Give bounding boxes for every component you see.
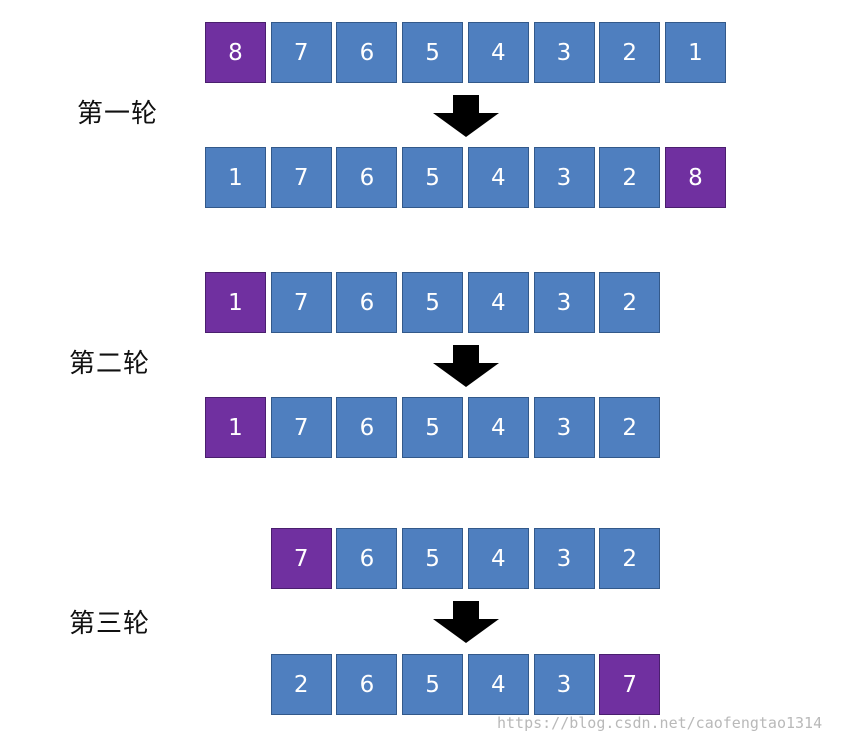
array-cell: 7	[270, 147, 332, 208]
array-cell: 1	[205, 397, 266, 458]
array-cell: 3	[533, 654, 595, 715]
down-arrow-icon	[433, 95, 499, 137]
down-arrow-icon	[433, 601, 499, 643]
array-cell: 5	[402, 22, 464, 83]
array-cell: 2	[599, 272, 661, 333]
round-label: 第三轮	[69, 609, 151, 639]
array-cell: 5	[402, 272, 464, 333]
array-cell: 1	[664, 22, 726, 83]
round-label: 第二轮	[69, 349, 151, 379]
array-cell: 6	[336, 22, 398, 83]
array-cell: 4	[467, 397, 529, 458]
array-cell: 3	[533, 528, 595, 589]
array-cell: 7	[270, 22, 332, 83]
array-cell: 4	[467, 654, 529, 715]
array-cell: 3	[533, 22, 595, 83]
array-cell: 4	[467, 22, 529, 83]
array-cell: 6	[336, 528, 398, 589]
array-cell: 2	[270, 654, 332, 715]
array-cell: 5	[402, 147, 464, 208]
array-cell: 5	[402, 397, 464, 458]
array-cell: 2	[599, 397, 661, 458]
array-cell: 7	[270, 528, 332, 589]
down-arrow-icon	[433, 345, 499, 387]
array-cell: 3	[533, 397, 595, 458]
array-cell: 7	[270, 397, 332, 458]
array-cell: 7	[599, 654, 661, 715]
array-cell: 8	[205, 22, 266, 83]
array-cell: 6	[336, 654, 398, 715]
array-cell: 3	[533, 272, 595, 333]
array-cell: 1	[205, 147, 266, 208]
array-cell: 6	[336, 147, 398, 208]
array-cell: 6	[336, 272, 398, 333]
array-cell: 1	[205, 272, 266, 333]
array-cell: 4	[467, 272, 529, 333]
array-cell: 4	[467, 528, 529, 589]
watermark: https://blog.csdn.net/caofengtao1314	[497, 714, 823, 732]
array-cell: 2	[599, 528, 661, 589]
array-cell: 7	[270, 272, 332, 333]
array-cell: 5	[402, 528, 464, 589]
array-cell: 6	[336, 397, 398, 458]
array-cell: 2	[599, 22, 661, 83]
array-cell: 8	[664, 147, 726, 208]
array-cell: 3	[533, 147, 595, 208]
array-cell: 2	[599, 147, 661, 208]
array-cell: 5	[402, 654, 464, 715]
round-label: 第一轮	[77, 99, 159, 129]
array-cell: 4	[467, 147, 529, 208]
